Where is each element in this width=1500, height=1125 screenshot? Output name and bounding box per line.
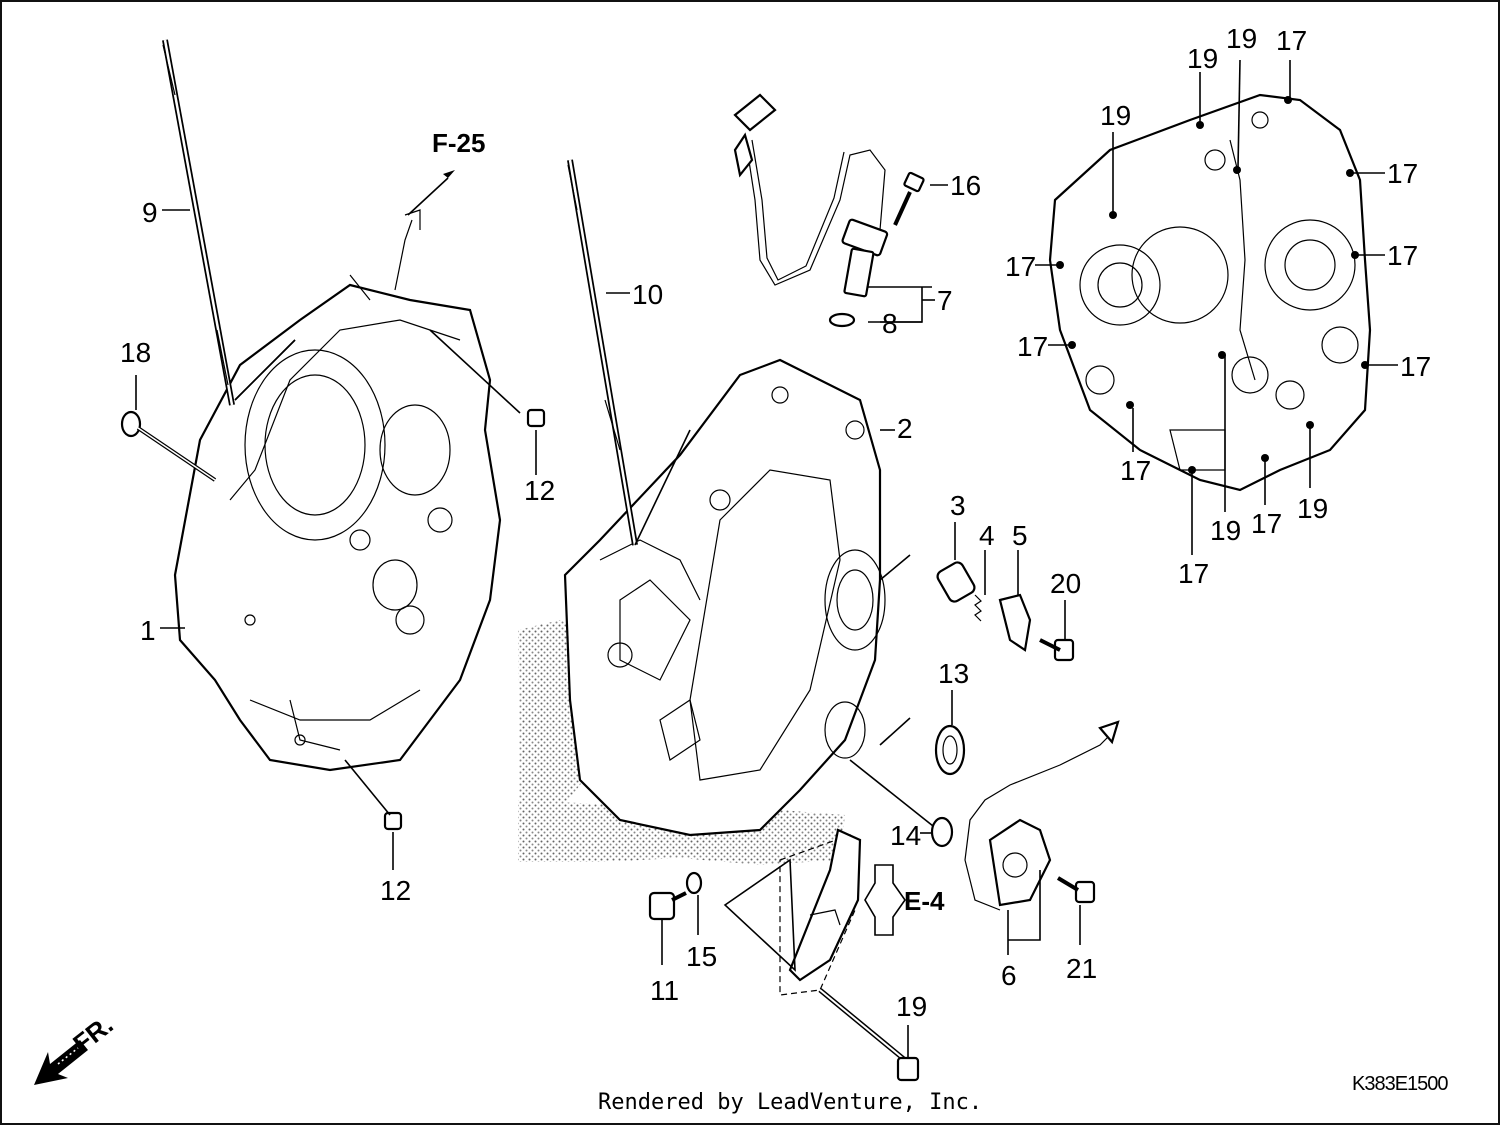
right-crankcase-half [518,358,886,865]
render-credit: Rendered by LeadVenture, Inc. [598,1090,983,1115]
callout-6: 6 [1001,960,1017,991]
stud-bolt-9 [162,39,235,406]
leader-lines-left [135,170,537,870]
leader-lines-middle [606,184,1081,1058]
callout-12-lower: 12 [380,875,411,906]
reference-e4: E-4 [904,886,945,916]
bracket-assembly [779,828,862,996]
callout-3: 3 [950,490,966,521]
callout-19-e: 19 [1297,493,1328,524]
dowel-pin-12-upper [526,408,546,428]
callout-19-lower: 19 [896,991,927,1022]
drawing-code: K383E1500 [1352,1073,1449,1095]
oil-seal-13 [934,724,966,776]
dowel-pin-12-lower [383,811,403,831]
callout-17-d: 17 [1005,251,1036,282]
callout-18: 18 [120,337,151,368]
washer-15 [685,871,703,895]
stud-bolt-10 [567,159,638,546]
drain-bolt-11 [648,891,687,921]
callout-12-upper: 12 [524,475,555,506]
callout-19-b: 19 [1187,43,1218,74]
callout-19-c: 19 [1100,100,1131,131]
callout-1: 1 [140,615,156,646]
leader-lines-top-right [1035,59,1398,555]
callout-10: 10 [632,279,663,310]
reference-f25: F-25 [432,128,485,158]
callout-17-e: 17 [1017,331,1048,362]
callout-19-d: 19 [1210,515,1241,546]
o-ring-14 [930,816,954,848]
bolt-18 [120,410,217,482]
callout-21: 21 [1066,953,1097,984]
callout-14: 14 [890,820,921,851]
callout-17-i: 17 [1251,508,1282,539]
front-direction-arrow [34,1040,88,1085]
callout-2: 2 [897,413,913,444]
callout-4: 4 [979,520,995,551]
bolt-19-lower [818,988,920,1082]
callout-15: 15 [686,941,717,972]
bolt-16 [893,171,925,226]
callout-17-f: 17 [1400,351,1431,382]
sensor-6 [964,720,1120,911]
callout-17-g: 17 [1120,455,1151,486]
sensor-assembly-7 [733,93,889,328]
crankcase-gasket-face-view [1048,93,1372,492]
callout-16: 16 [950,170,981,201]
callout-9: 9 [142,197,158,228]
callout-17-a: 17 [1276,25,1307,56]
callout-19-a: 19 [1226,23,1257,54]
plug-spring-set [936,561,1075,662]
left-crankcase-half [173,209,502,772]
callout-7: 7 [937,285,953,316]
callout-8: 8 [882,308,898,339]
callout-17-h: 17 [1178,558,1209,589]
callout-5: 5 [1012,520,1028,551]
callout-13: 13 [938,658,969,689]
callout-17-c: 17 [1387,240,1418,271]
callout-17-b: 17 [1387,158,1418,189]
callout-11: 11 [650,975,679,1006]
callout-20: 20 [1050,568,1081,599]
